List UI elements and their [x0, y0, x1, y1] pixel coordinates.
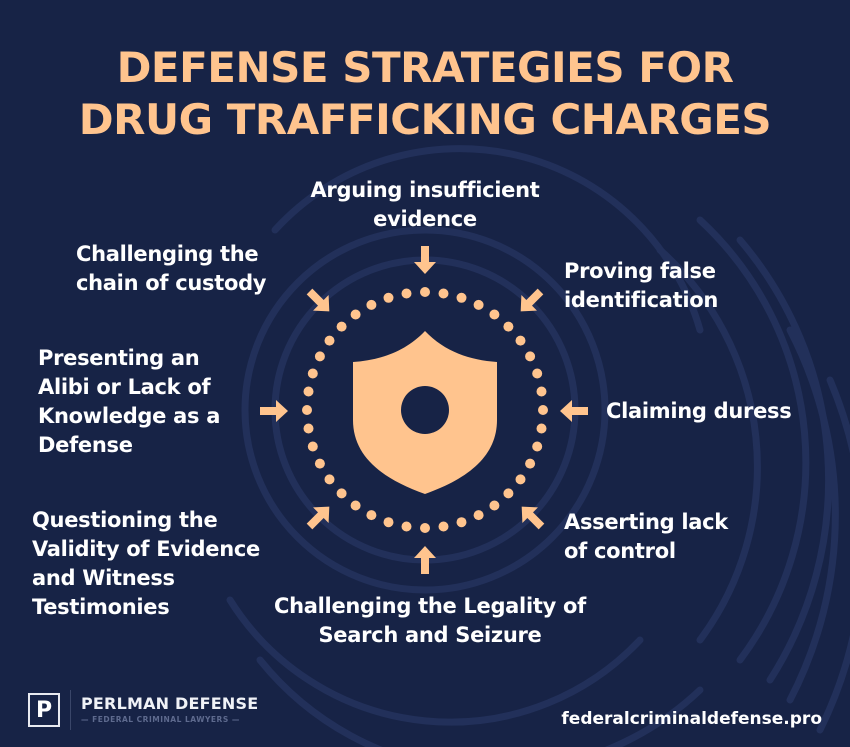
website-link[interactable]: federalcriminaldefense.pro: [561, 709, 822, 729]
arrow-down-left-icon: [520, 288, 544, 312]
strategy-bottom-left: Questioning the Validity of Evidence and…: [32, 508, 260, 619]
strategy-bottom: Challenging the Legality of Search and S…: [274, 594, 586, 647]
title-line-2: DRUG TRAFFICKING CHARGES: [78, 95, 772, 144]
brand-name: PERLMAN DEFENSE: [81, 694, 259, 713]
page-title: DEFENSE STRATEGIES FOR DRUG TRAFFICKING …: [0, 42, 850, 146]
arrow-up-right-icon: [306, 506, 330, 530]
arrow-down-icon: [414, 246, 436, 274]
brand-logo: P PERLMAN DEFENSE — FEDERAL CRIMINAL LAW…: [28, 690, 258, 730]
shield-icon: [353, 331, 497, 494]
title-line-1: DEFENSE STRATEGIES FOR: [116, 43, 734, 92]
arrow-left-icon: [560, 400, 588, 422]
brand-tagline: — FEDERAL CRIMINAL LAWYERS —: [81, 715, 240, 724]
strategy-top-left: Challenging the chain of custody: [76, 242, 267, 295]
strategy-bottom-right: Asserting lack of control: [564, 510, 728, 563]
strategy-top-right: Proving false identification: [564, 259, 719, 312]
arrow-right-icon: [260, 400, 288, 422]
logo-divider: [70, 690, 71, 730]
strategy-top: Arguing insufficient evidence: [310, 178, 540, 231]
arrow-down-right-icon: [306, 288, 330, 312]
logo-mark: P: [28, 693, 60, 727]
strategy-right: Claiming duress: [606, 399, 792, 423]
arrow-up-left-icon: [521, 506, 545, 530]
arrow-up-icon: [414, 546, 436, 574]
strategy-left: Presenting an Alibi or Lack of Knowledge…: [38, 346, 221, 457]
dotted-ring: [302, 287, 548, 533]
